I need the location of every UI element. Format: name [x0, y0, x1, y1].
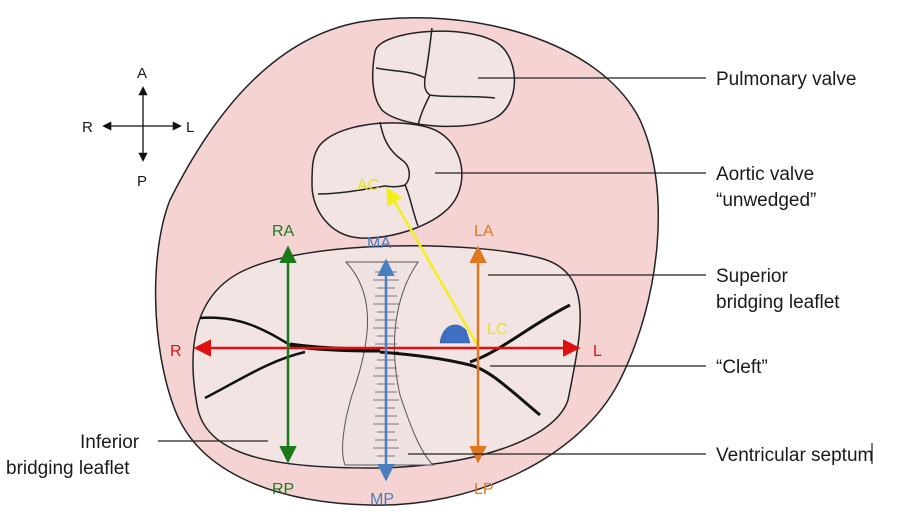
- label-aortic-unwedged: “unwedged”: [716, 190, 816, 211]
- marker-la: LA: [474, 223, 494, 240]
- compass-posterior: P: [137, 173, 147, 190]
- marker-ma: MA: [367, 235, 391, 252]
- marker-r: R: [170, 343, 182, 360]
- label-pulmonary-valve: Pulmonary valve: [716, 69, 856, 90]
- pulmonary-valve: [371, 27, 516, 128]
- label-aortic-valve: Aortic valve: [716, 164, 814, 185]
- label-inferior-leaflet-2: bridging leaflet: [6, 458, 130, 479]
- aortic-valve: [311, 121, 463, 239]
- leader-lines: [158, 77, 873, 464]
- ac-lc-arrow: [386, 186, 480, 347]
- label-cleft: “Cleft”: [716, 357, 768, 378]
- angle-marker: [439, 324, 471, 344]
- marker-rp: RP: [272, 481, 294, 498]
- label-inferior-leaflet: Inferior: [80, 432, 140, 453]
- label-superior-leaflet: Superior: [716, 266, 788, 287]
- label-superior-leaflet-2: bridging leaflet: [716, 292, 840, 313]
- label-ventricular-septum: Ventricular septum: [716, 445, 873, 466]
- compass-left: L: [186, 119, 194, 136]
- marker-l: L: [593, 343, 602, 360]
- marker-lp: LP: [474, 481, 494, 498]
- marker-lc: LC: [487, 321, 507, 338]
- marker-mp: MP: [370, 491, 394, 508]
- compass-anterior: A: [137, 65, 147, 82]
- orientation-compass: A P R L: [82, 65, 194, 190]
- compass-right: R: [82, 119, 93, 136]
- marker-ac: AC: [357, 177, 379, 194]
- marker-ra: RA: [272, 223, 295, 240]
